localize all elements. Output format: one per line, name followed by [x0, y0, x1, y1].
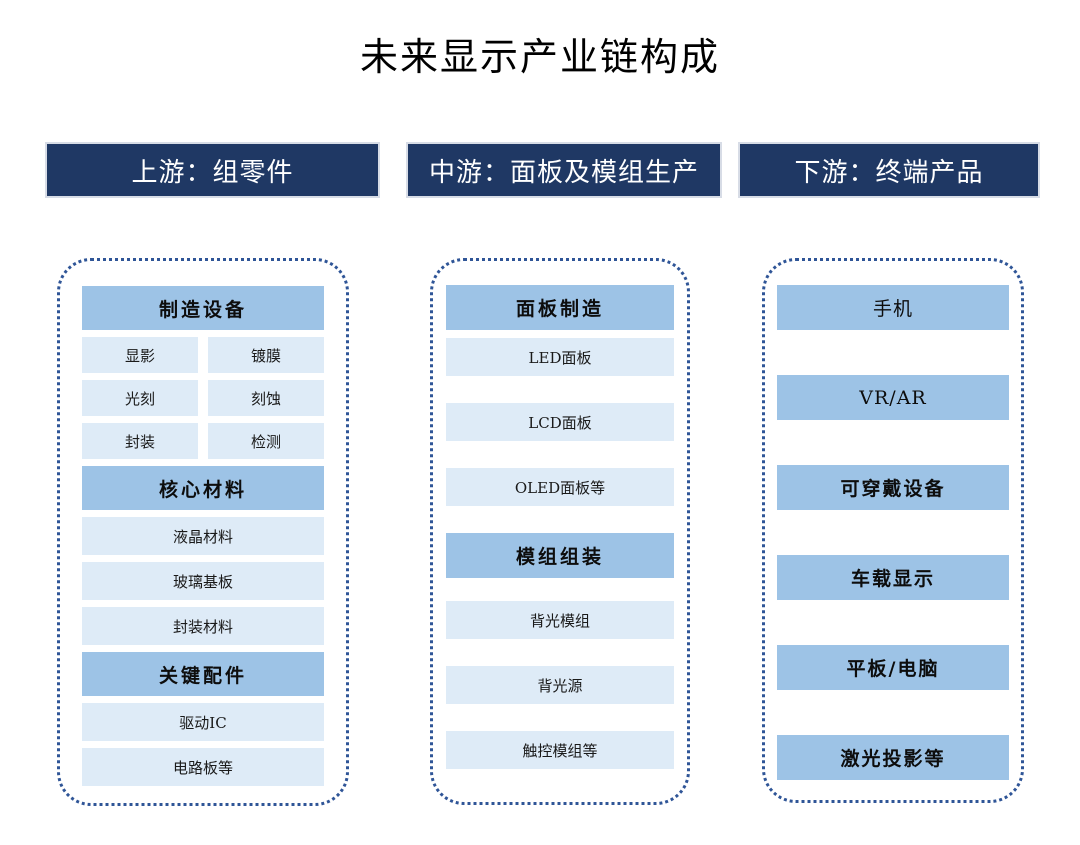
- column-header-upstream: 上游：组零件: [45, 142, 380, 198]
- chain-item: 电路板等: [82, 748, 324, 786]
- midstream-panel: 面板制造 LED面板 LCD面板 OLED面板等模组组装背光模组背光源触控模组等: [430, 258, 690, 805]
- end-product-item: 可穿戴设备: [777, 465, 1009, 510]
- chain-item: 液晶材料: [82, 517, 324, 555]
- chain-item: 驱动IC: [82, 703, 324, 741]
- section-header: 制造设备: [82, 286, 324, 330]
- equipment-grid: 显影镀膜光刻刻蚀封装检测: [82, 337, 324, 459]
- chain-item: 玻璃基板: [82, 562, 324, 600]
- upstream-panel: 制造设备显影镀膜光刻刻蚀封装检测核心材料液晶材料玻璃基板封装材料关键配件驱动IC…: [57, 258, 349, 806]
- end-product-item: 手机: [777, 285, 1009, 330]
- chain-item: 封装: [82, 423, 198, 459]
- chain-item: 刻蚀: [208, 380, 324, 416]
- chain-item: 检测: [208, 423, 324, 459]
- chain-item: 触控模组等: [446, 731, 674, 769]
- end-product-item: 车载显示: [777, 555, 1009, 600]
- chain-item: 封装材料: [82, 607, 324, 645]
- end-product-item: VR/AR: [777, 375, 1009, 420]
- page-title: 未来显示产业链构成: [359, 35, 720, 79]
- chain-item: LED面板: [446, 338, 674, 376]
- chain-item: 背光源: [446, 666, 674, 704]
- end-product-item: 平板/电脑: [777, 645, 1009, 690]
- section-header: 关键配件: [82, 652, 324, 696]
- chain-item: 镀膜: [208, 337, 324, 373]
- chain-item: 光刻: [82, 380, 198, 416]
- downstream-panel: 手机 VR/AR 可穿戴设备车载显示平板/电脑激光投影等: [762, 258, 1024, 803]
- chain-item: OLED面板等: [446, 468, 674, 506]
- column-header-downstream: 下游：终端产品: [738, 142, 1040, 198]
- end-product-item: 激光投影等: [777, 735, 1009, 780]
- chain-item: 显影: [82, 337, 198, 373]
- section-header: 模组组装: [446, 533, 674, 578]
- column-header-midstream: 中游：面板及模组生产: [406, 142, 722, 198]
- section-header: 面板制造: [446, 285, 674, 330]
- chain-item: LCD面板: [446, 403, 674, 441]
- section-header: 核心材料: [82, 466, 324, 510]
- chain-item: 背光模组: [446, 601, 674, 639]
